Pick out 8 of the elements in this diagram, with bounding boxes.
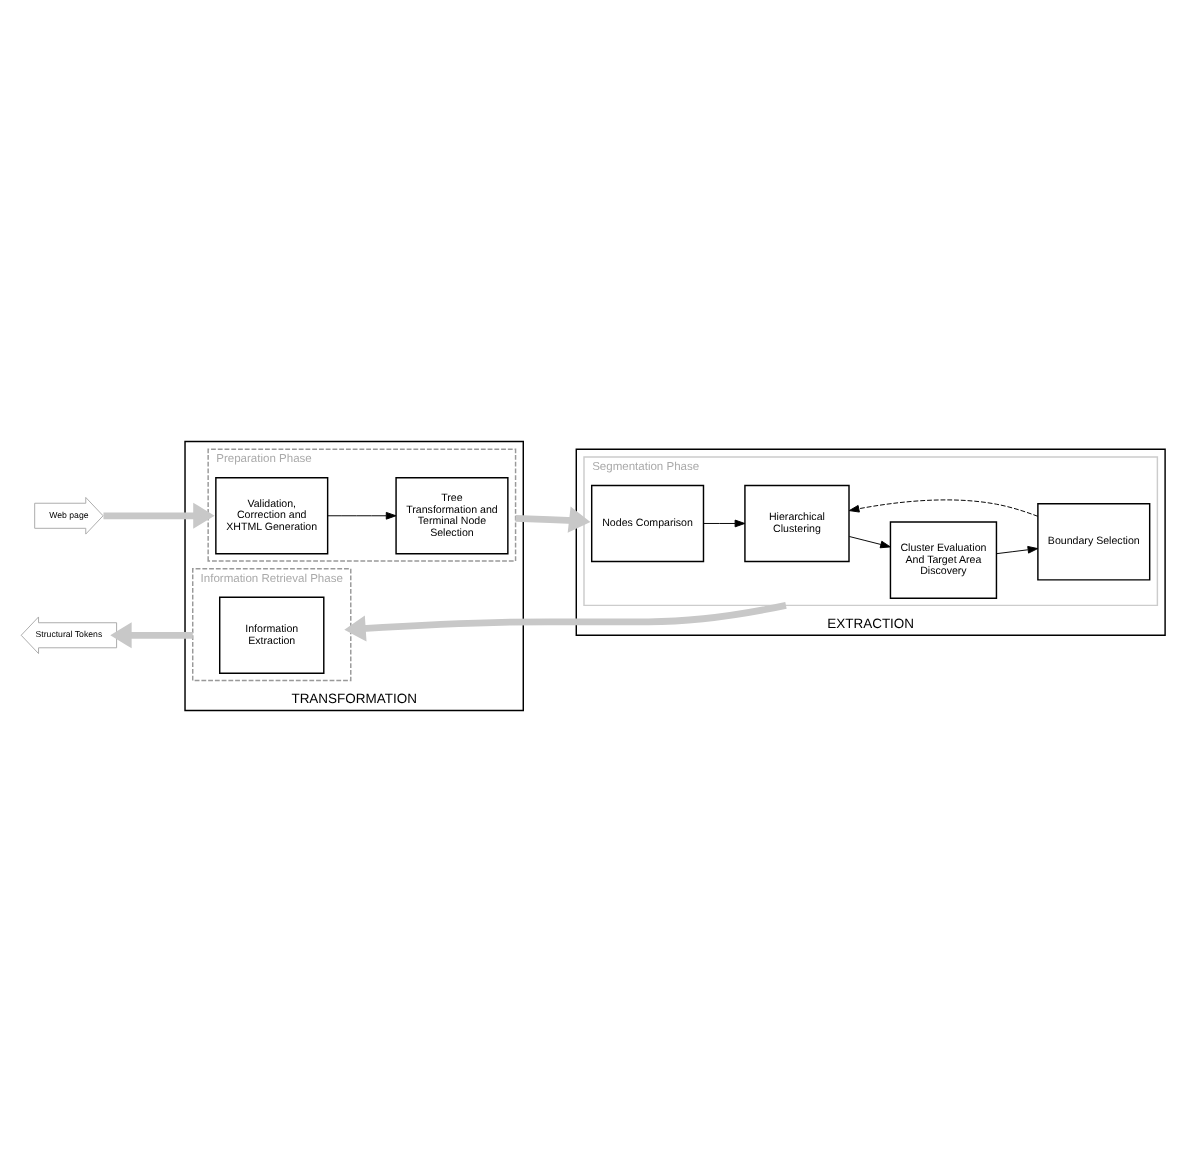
arrow bbox=[327, 511, 397, 520]
arrow bbox=[848, 536, 891, 549]
arrow bbox=[703, 519, 746, 528]
arrow bbox=[110, 622, 193, 649]
arrow bbox=[996, 545, 1039, 555]
arrow bbox=[103, 502, 215, 529]
arrow bbox=[848, 499, 1039, 517]
arrow bbox=[515, 506, 591, 533]
